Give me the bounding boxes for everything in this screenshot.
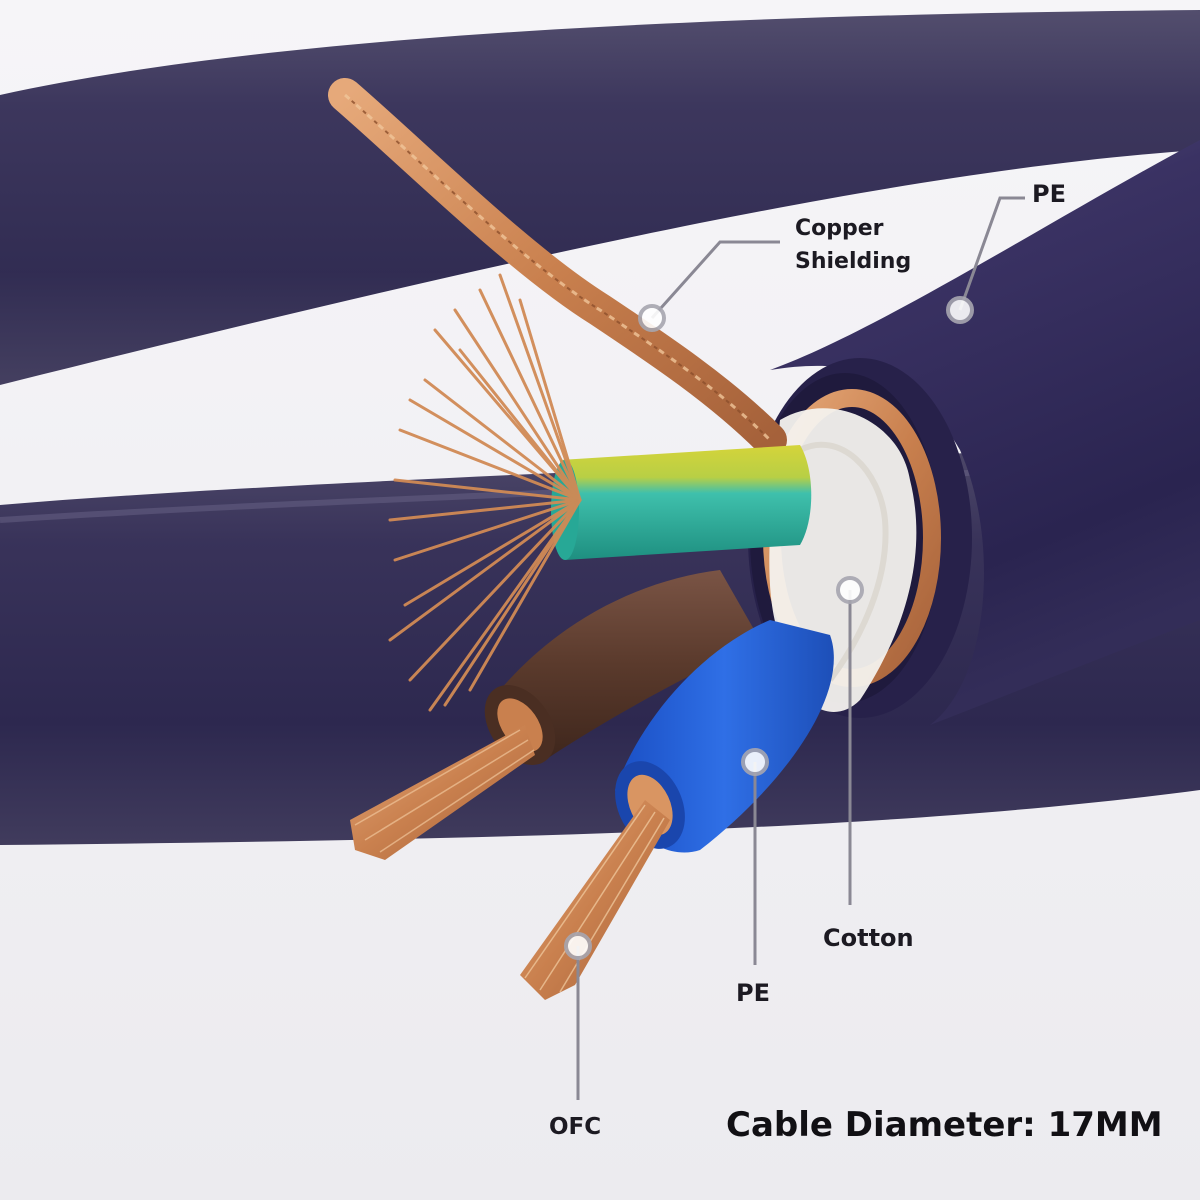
copper-shielding-label: Copper Shielding <box>795 212 911 278</box>
pe-insulation-marker <box>741 748 769 776</box>
outer-jacket <box>770 140 1200 725</box>
pe-insulation-label: PE <box>736 979 770 1007</box>
earth-wire-strands <box>388 273 582 712</box>
cotton-marker <box>836 576 864 604</box>
cable-diameter-label: Cable Diameter: 17MM <box>726 1105 1163 1145</box>
background-cable-upper <box>0 10 1200 385</box>
ofc-label: OFC <box>549 1114 602 1140</box>
earth-wire-insulation <box>560 445 812 560</box>
copper-shielding-label-line1: Copper <box>795 216 884 241</box>
pe-jacket-label: PE <box>1032 180 1066 208</box>
callout-lines <box>576 196 1025 1100</box>
ofc-marker <box>564 932 592 960</box>
copper-shielding-label-line2: Shielding <box>795 249 912 274</box>
neutral-wire-strands <box>520 800 670 1000</box>
pe-jacket-marker <box>946 296 974 324</box>
callout-markers <box>564 296 974 960</box>
copper-shielding-marker <box>638 304 666 332</box>
live-wire-insulation <box>500 570 760 760</box>
cotton-label: Cotton <box>823 924 914 952</box>
